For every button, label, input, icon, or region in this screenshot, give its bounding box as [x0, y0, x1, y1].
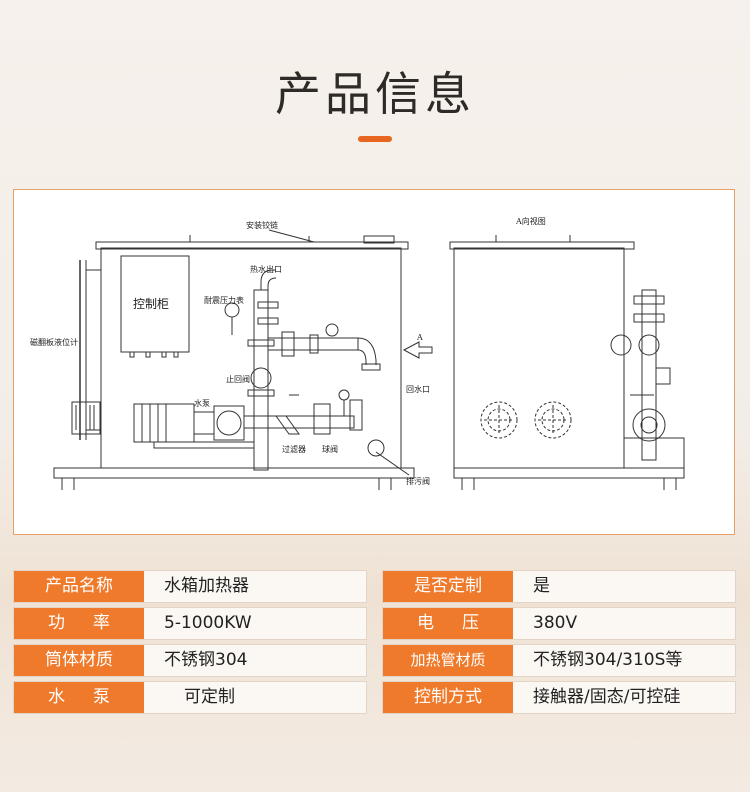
spec-label: 筒体材质: [14, 645, 144, 676]
pump-label: 水泵: [194, 398, 210, 408]
title-underline: [358, 136, 392, 142]
technical-drawing: 安装铰链 热水出口 耐震压力表 控制柜 磁翻板液位计 止回阀 水泵 过滤器 球阀…: [13, 189, 735, 535]
spec-label: 控制方式: [383, 682, 513, 713]
control-cabinet-label: 控制柜: [133, 297, 169, 311]
spec-label: 产品名称: [14, 571, 144, 602]
direction-arrow-label: A: [416, 333, 423, 342]
spec-value: 5-1000KW: [164, 613, 252, 633]
spec-row: 控制方式 接触器/固态/可控硅: [382, 681, 736, 714]
spec-row: 功率 5-1000KW: [13, 607, 367, 640]
spec-value: 380V: [533, 613, 578, 633]
spec-label: 功率: [14, 608, 144, 639]
level-gauge-label: 磁翻板液位计: [30, 337, 78, 347]
gauge-label: 耐震压力表: [204, 295, 244, 305]
spec-table-left: 产品名称 水箱加热器 功率 5-1000KW 筒体材质 不锈钢304 水泵 可定…: [13, 570, 367, 718]
spec-row: 产品名称 水箱加热器: [13, 570, 367, 603]
spec-value: 不锈钢304: [164, 650, 248, 670]
spec-value: 是: [533, 576, 550, 596]
spec-row: 加热管材质 不锈钢304/310S等: [382, 644, 736, 677]
filter-label: 过滤器: [282, 444, 306, 454]
page-title: 产品信息: [275, 67, 475, 121]
spec-value: 水箱加热器: [164, 576, 249, 596]
spec-label: 是否定制: [383, 571, 513, 602]
ball-valve-label: 球阀: [322, 444, 338, 454]
spec-label: 水泵: [14, 682, 144, 713]
spec-value: 可定制: [184, 687, 235, 707]
spec-row: 筒体材质 不锈钢304: [13, 644, 367, 677]
return-inlet-label: 回水口: [406, 384, 430, 394]
spec-row: 电压 380V: [382, 607, 736, 640]
tank-side: [453, 247, 625, 469]
hot-water-outlet-label: 热水出口: [250, 264, 282, 274]
view-a-label: A向视图: [515, 216, 546, 226]
spec-row: 是否定制 是: [382, 570, 736, 603]
spec-label: 电压: [383, 608, 513, 639]
pump-motor: [133, 403, 195, 443]
spec-value: 接触器/固态/可控硅: [533, 687, 681, 707]
spec-row: 水泵 可定制: [13, 681, 367, 714]
tank-front: [100, 247, 402, 469]
drain-valve-label: 排污阀: [406, 476, 430, 486]
spec-label: 加热管材质: [383, 645, 513, 676]
check-valve-label: 止回阀: [226, 374, 250, 384]
control-cabinet: [120, 255, 190, 353]
spec-table-right: 是否定制 是 电压 380V 加热管材质 不锈钢304/310S等 控制方式 接…: [382, 570, 736, 718]
spec-value: 不锈钢304/310S等: [533, 650, 683, 670]
hinge-label: 安装铰链: [246, 220, 278, 230]
